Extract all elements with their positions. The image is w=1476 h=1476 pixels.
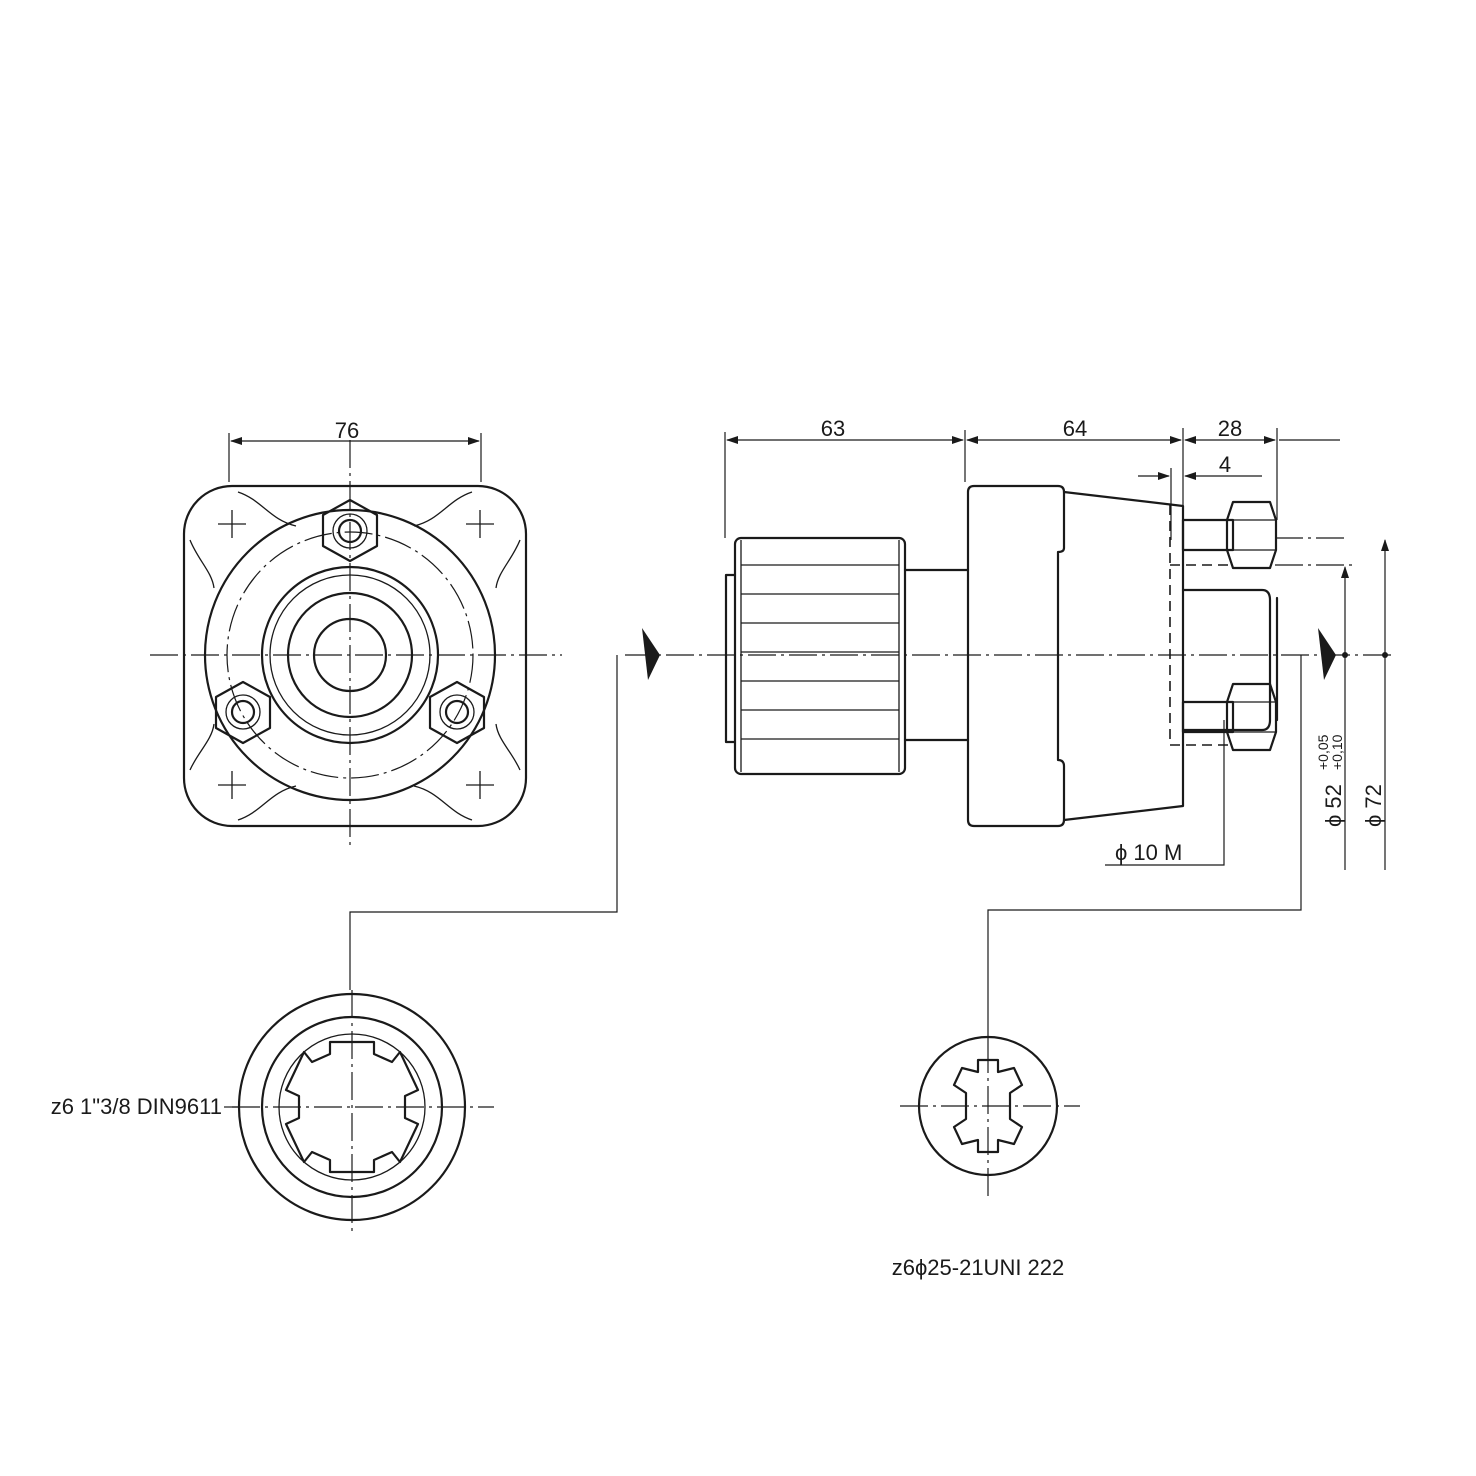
dimension-64-label: 64 [1063, 416, 1087, 441]
mounting-hole-marks [218, 510, 494, 799]
tolerance-upper-label: +0,05 [1315, 734, 1331, 770]
nut-bottom-left [214, 680, 272, 745]
leader-section-b [987, 655, 1302, 1045]
section-arrow-left [642, 628, 660, 680]
front-view: 76 [150, 418, 562, 845]
flange-body [966, 484, 1230, 828]
section-a-spline-view: z6 1"3/8 DIN9611 [51, 990, 494, 1235]
dimension-28: 28 [1182, 416, 1340, 520]
dimension-63-label: 63 [821, 416, 845, 441]
dimension-bolt: ϕ 10 M [1105, 720, 1225, 866]
flange-outline [182, 484, 528, 828]
dimension-d72-label: ϕ 72 [1361, 784, 1386, 827]
section-arrow-right [1318, 628, 1336, 680]
dimension-d52: ϕ 52 +0,05 +0,10 [1315, 566, 1349, 870]
section-b-label: z6ϕ25-21UNI 222 [892, 1255, 1065, 1280]
shaft-coupling [724, 536, 907, 776]
leader-section-a [349, 655, 618, 990]
dimension-76: 76 [228, 418, 482, 482]
dimension-d72: ϕ 72 [1361, 539, 1389, 870]
side-view: 63 64 28 4 [625, 416, 1395, 870]
dimension-64: 64 [964, 416, 1182, 482]
dimension-d52-label: ϕ 52 [1321, 784, 1346, 827]
dimension-4-label: 4 [1219, 452, 1231, 477]
dimension-76-label: 76 [335, 418, 359, 443]
section-b-spline-view: z6ϕ25-21UNI 222 [892, 1035, 1080, 1280]
tolerance-lower-label: +0,10 [1329, 734, 1345, 770]
dimension-4: 4 [1138, 452, 1262, 540]
section-a-label: z6 1"3/8 DIN9611 [51, 1094, 222, 1119]
dimension-28-label: 28 [1218, 416, 1242, 441]
stud-bottom [1181, 682, 1278, 752]
stud-top [1181, 500, 1278, 570]
dimension-bolt-label: ϕ 10 M [1115, 840, 1182, 865]
dimension-63: 63 [724, 416, 964, 538]
nut-bottom-right [428, 680, 486, 745]
